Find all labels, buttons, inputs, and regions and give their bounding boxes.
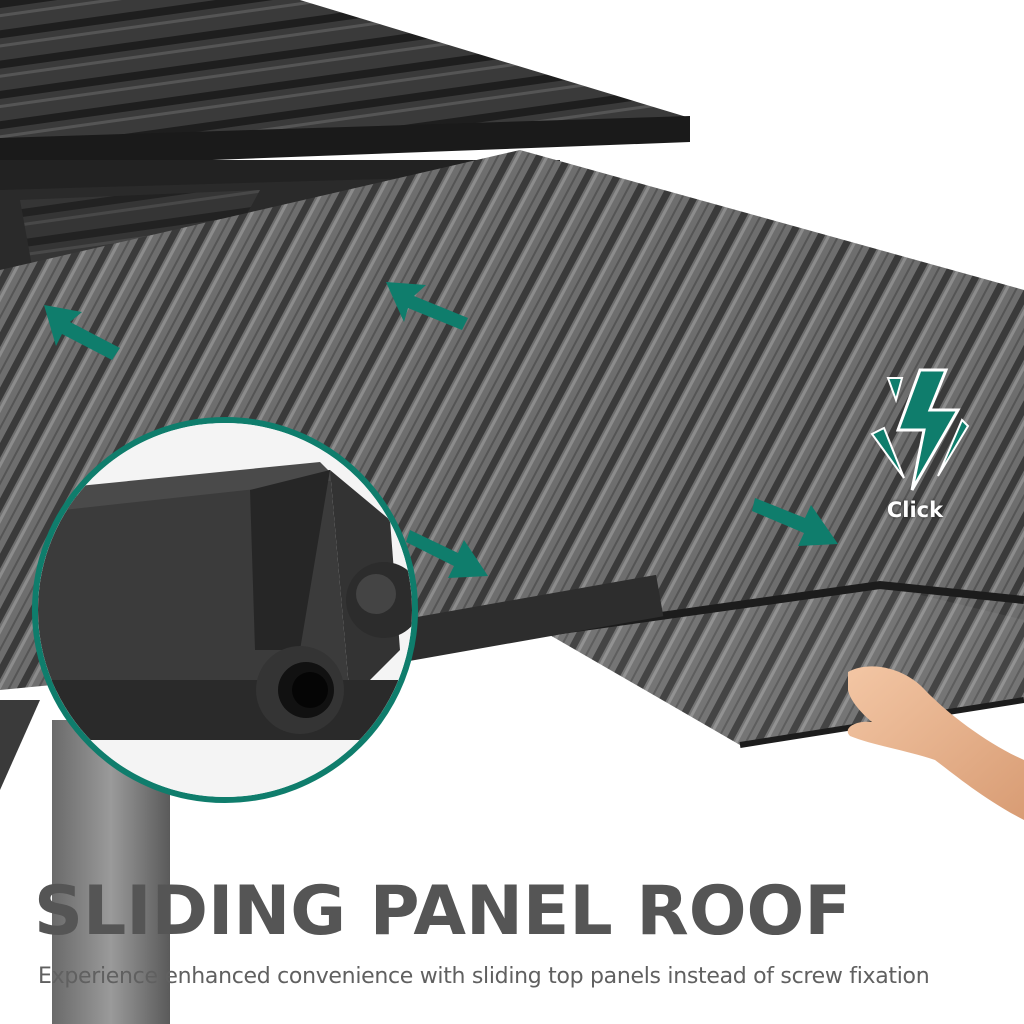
headline: SLIDING PANEL ROOF bbox=[34, 872, 851, 951]
upper-roof-tier bbox=[0, 0, 690, 160]
lightning-click-icon bbox=[870, 368, 970, 491]
profile-detail-zoom bbox=[32, 417, 418, 803]
click-label: Click bbox=[886, 498, 944, 522]
hand-pulling-panel bbox=[847, 666, 1024, 820]
arrow-down-right-icon bbox=[406, 498, 838, 578]
arrow-up-left-icon bbox=[44, 282, 468, 360]
subline: Experience enhanced convenience with sli… bbox=[38, 964, 930, 989]
